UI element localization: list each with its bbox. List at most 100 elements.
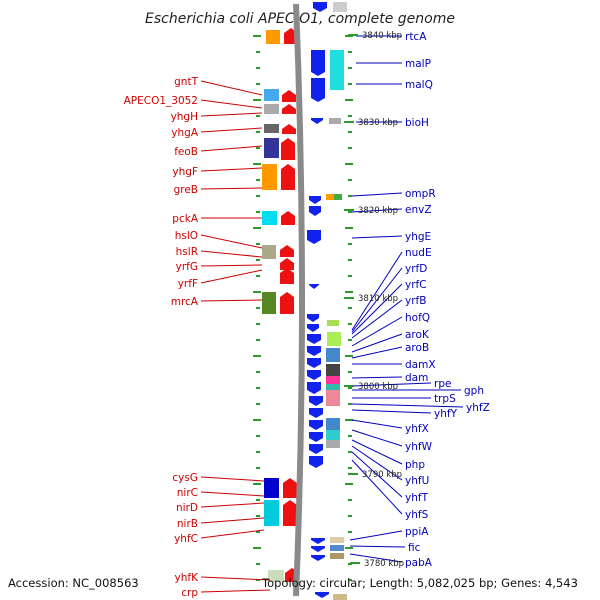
tick-right — [348, 51, 352, 53]
feature-block-right — [326, 348, 340, 362]
gene-label-right: envZ — [405, 204, 432, 216]
leader-left — [200, 476, 265, 482]
reverse-gene-arrow — [309, 396, 323, 406]
reverse-gene-arrow — [309, 408, 323, 418]
reverse-gene-arrow — [307, 230, 321, 244]
leader-left — [200, 167, 263, 172]
reverse-gene-arrow — [311, 50, 325, 76]
forward-gene-arrow — [281, 138, 295, 160]
tick-left — [256, 515, 260, 517]
tick-right — [345, 227, 353, 229]
gene-label-right: damX — [405, 359, 436, 371]
forward-gene-arrow — [283, 478, 297, 498]
gene-label-left: mrcA — [171, 296, 199, 308]
leader-right — [351, 376, 403, 379]
feature-block-left — [268, 570, 284, 582]
feature-block-right — [333, 594, 347, 600]
feature-block-left — [264, 138, 279, 158]
tick-left — [253, 99, 261, 101]
leader-left — [200, 264, 263, 267]
gene-label-right: yrfB — [405, 295, 426, 307]
leader-right — [351, 429, 403, 447]
leader-left — [200, 250, 263, 258]
feature-block-left — [264, 500, 279, 526]
leader-left — [200, 99, 263, 109]
gene-label-right: yhfX — [405, 423, 429, 435]
gene-label-right: gph — [464, 385, 484, 397]
leader-right — [351, 403, 464, 408]
gene-label-right: yhfU — [405, 475, 429, 487]
feature-block-right — [326, 430, 340, 440]
feature-block-right — [326, 384, 340, 390]
tick-right — [348, 307, 352, 309]
tick-right — [348, 499, 352, 501]
leader-right — [351, 409, 432, 414]
tick-left — [256, 499, 260, 501]
tick-right — [348, 211, 352, 213]
tick-right — [348, 467, 352, 469]
tick-right — [348, 115, 352, 117]
reverse-gene-arrow — [309, 196, 321, 204]
forward-gene-arrow — [282, 90, 296, 102]
tick-right — [348, 451, 352, 453]
gene-label-right: malQ — [405, 79, 433, 91]
reverse-gene-arrow — [309, 284, 319, 289]
tick-right — [348, 515, 352, 517]
tick-left — [256, 451, 260, 453]
forward-gene-arrow — [282, 124, 296, 134]
forward-gene-arrow — [281, 164, 295, 190]
gene-label-left: yrfG — [176, 261, 198, 273]
feature-block-right — [326, 440, 340, 448]
leader-right — [351, 419, 403, 429]
forward-gene-arrow — [283, 500, 297, 526]
backbone-line — [293, 3, 305, 597]
feature-block-right — [333, 2, 347, 12]
gene-label-right: yrfC — [405, 279, 427, 291]
feature-block-right — [326, 418, 340, 430]
leader-right — [351, 283, 403, 335]
leader-right — [351, 445, 403, 481]
leader-right — [351, 192, 403, 197]
tick-left — [256, 211, 260, 213]
leader-left — [200, 589, 271, 593]
gene-label-left: crp — [181, 587, 198, 599]
tick-left — [256, 179, 260, 181]
feature-block-right — [326, 194, 334, 200]
tick-left — [256, 435, 260, 437]
kbp-label: 3780 kbp — [364, 559, 404, 569]
gene-label-right: yhgE — [405, 231, 431, 243]
genome-backbone — [293, 3, 305, 597]
feature-block-right — [330, 553, 344, 559]
tick-left — [256, 563, 260, 565]
reverse-gene-arrow — [309, 444, 323, 454]
tick-left — [253, 227, 261, 229]
reverse-gene-arrow — [309, 206, 321, 216]
reverse-gene-arrow — [311, 78, 325, 102]
gene-label-left: cysG — [172, 472, 198, 484]
map-title: Escherichia coli APEC O1, complete genom… — [145, 11, 455, 27]
gene-label-right: yrfD — [405, 263, 427, 275]
tick-left — [256, 131, 260, 133]
tick-left — [256, 195, 260, 197]
tick-left — [253, 483, 261, 485]
leader-left — [200, 80, 263, 96]
feature-block-right — [326, 364, 340, 376]
right-gene-labels: rtcAmalPmalQbioHompRenvZyhgEnudEyrfDyrfC… — [405, 31, 490, 569]
leader-right — [351, 382, 432, 387]
tick-right — [345, 483, 353, 485]
gene-label-left: pckA — [172, 213, 199, 225]
gene-label-right: pabA — [405, 557, 433, 569]
leader-left — [200, 234, 263, 249]
tick-left — [256, 531, 260, 533]
leader-left — [200, 127, 263, 133]
tick-left — [256, 259, 260, 261]
gene-label-right: ompR — [405, 188, 436, 200]
gene-label-right: fic — [408, 542, 421, 554]
gene-label-left: nirB — [177, 518, 198, 530]
gene-label-left: yhfC — [174, 533, 198, 545]
tick-right — [348, 403, 352, 405]
leader-right — [349, 545, 406, 548]
feature-block-left — [262, 164, 277, 190]
kbp-label: 3790 kbp — [362, 470, 402, 480]
leader-right — [351, 235, 403, 239]
